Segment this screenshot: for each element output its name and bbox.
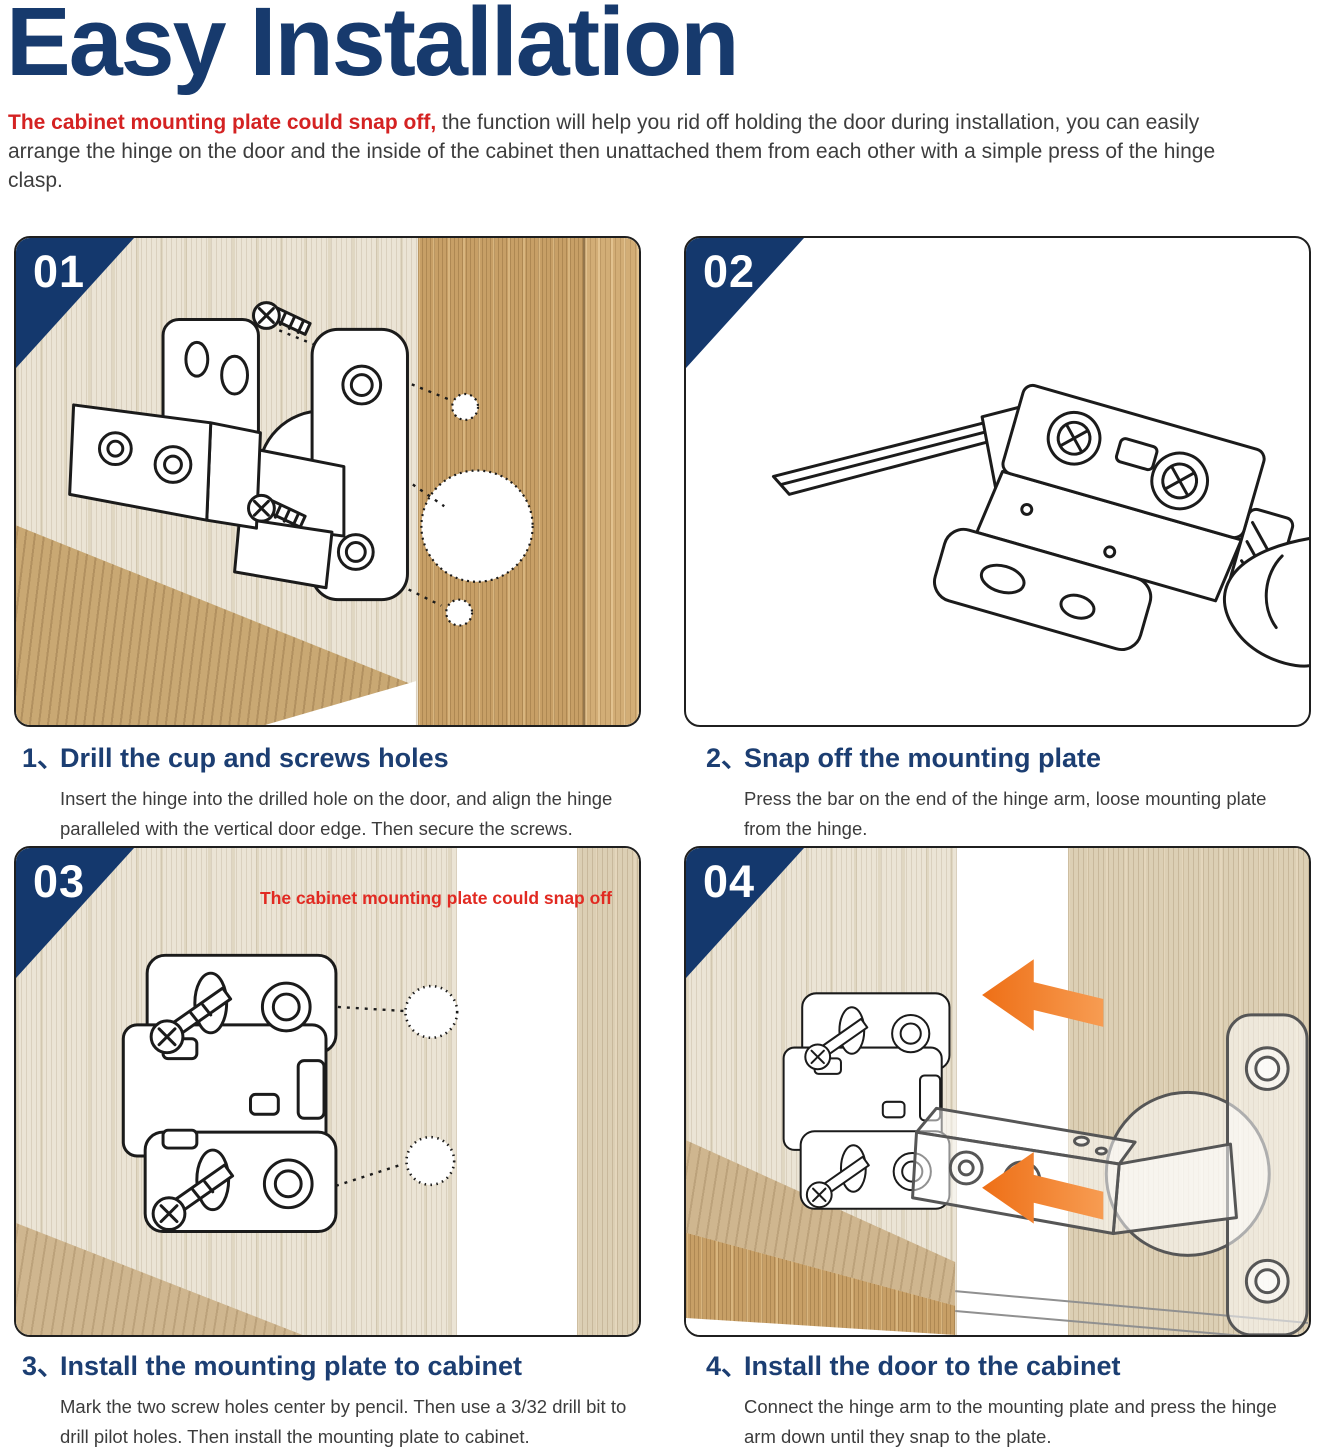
step4-panel: 04 (684, 846, 1311, 1337)
step-badge-number: 04 (703, 856, 756, 907)
door-install-illustration (782, 959, 1309, 1335)
step1-caption: 1、 Drill the cup and screws holes Insert… (22, 736, 630, 844)
step-title: Drill the cup and screws holes (60, 743, 449, 773)
intro-text: the function will help you rid off holdi… (8, 111, 1216, 192)
step1-panel: 01 (14, 236, 641, 727)
intro-highlight: The cabinet mounting plate could snap of… (8, 111, 437, 134)
step1-description: Insert the hinge into the drilled hole o… (60, 788, 613, 839)
step2-heading: 2、 Snap off the mounting plate (706, 736, 1296, 775)
cabinet-opening (957, 848, 1068, 1335)
step-number: 1、 (22, 743, 65, 773)
step4-description: Connect the hinge arm to the mounting pl… (744, 1396, 1277, 1447)
step-number: 3、 (22, 1351, 65, 1381)
step1-heading: 1、 Drill the cup and screws holes (22, 736, 630, 775)
hinge-drilling-illustration (68, 301, 534, 627)
step-title: Install the mounting plate to cabinet (60, 1351, 523, 1381)
step4-heading: 4、 Install the door to the cabinet (706, 1344, 1296, 1383)
step2-panel: 02 (684, 236, 1311, 727)
step2-caption: 2、 Snap off the mounting plate Press the… (706, 736, 1296, 844)
step-badge-number: 02 (703, 246, 756, 297)
step4-caption: 4、 Install the door to the cabinet Conne… (706, 1344, 1296, 1452)
snap-off-annotation: The cabinet mounting plate could snap of… (260, 888, 612, 908)
step-title: Snap off the mounting plate (744, 743, 1101, 773)
cabinet-opening (457, 848, 577, 1335)
step3-caption: 3、 Install the mounting plate to cabinet… (22, 1344, 630, 1452)
mounting-plate-illustration (121, 953, 459, 1234)
arrow-left-icon (982, 959, 1104, 1224)
step3-heading: 3、 Install the mounting plate to cabinet (22, 1344, 630, 1383)
door-panel-edge (583, 238, 639, 725)
step-title: Install the door to the cabinet (744, 1351, 1121, 1381)
step3-description: Mark the two screw holes center by penci… (60, 1396, 627, 1447)
step3-panel: The cabinet mounting plate could snap of… (14, 846, 641, 1337)
cabinet-edge-strip (577, 848, 639, 1335)
step-number: 4、 (706, 1351, 749, 1381)
step-number: 2、 (706, 743, 749, 773)
step-badge-number: 03 (33, 856, 86, 907)
step2-description: Press the bar on the end of the hinge ar… (744, 788, 1267, 839)
page-title: Easy Installation (6, 0, 739, 96)
intro-paragraph: The cabinet mounting plate could snap of… (8, 108, 1260, 195)
hinge-snap-off-illustration (771, 383, 1309, 668)
step-badge-number: 01 (33, 246, 86, 297)
